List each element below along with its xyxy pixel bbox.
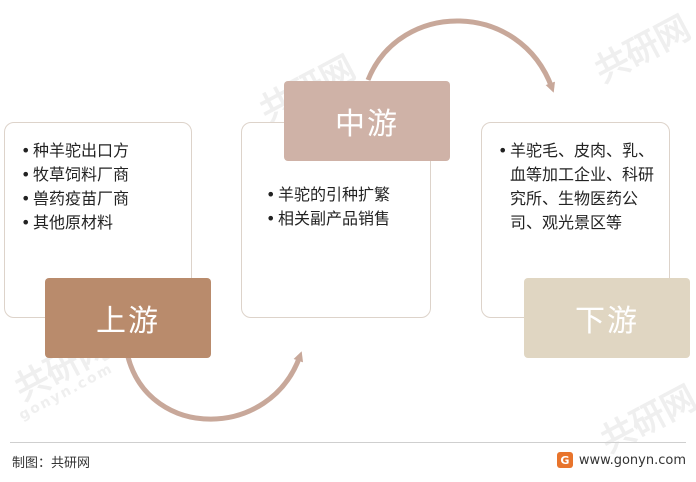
arrow-mid-to-down <box>365 18 555 93</box>
downstream-list: 羊驼毛、皮肉、乳、血等加工企业、科研究所、生物医药公司、观光景区等 <box>482 123 669 235</box>
gonyn-logo-icon: G <box>556 452 573 468</box>
upstream-label: 上游 <box>45 278 211 358</box>
footer-credit: 制图：共研网 <box>12 456 91 471</box>
downstream-label: 下游 <box>524 278 690 358</box>
list-item: 种羊驼出口方 <box>19 139 191 163</box>
upstream-list: 种羊驼出口方 牧草饲料厂商 兽药疫苗厂商 其他原材料 <box>5 123 191 235</box>
upstream-card: 种羊驼出口方 牧草饲料厂商 兽药疫苗厂商 其他原材料 <box>4 122 192 318</box>
list-item: 牧草饲料厂商 <box>19 163 191 187</box>
list-item: 其他原材料 <box>19 211 191 235</box>
list-item: 兽药疫苗厂商 <box>19 187 191 211</box>
list-item: 相关副产品销售 <box>264 207 420 231</box>
footer-site: G www.gonyn.com <box>556 452 686 468</box>
footer-divider <box>10 442 686 443</box>
arrow-up-to-mid <box>125 351 304 422</box>
midstream-list: 羊驼的引种扩繁 相关副产品销售 <box>242 123 430 231</box>
list-item: 羊驼的引种扩繁 <box>264 183 420 207</box>
list-item: 羊驼毛、皮肉、乳、血等加工企业、科研究所、生物医药公司、观光景区等 <box>496 139 659 235</box>
site-url: www.gonyn.com <box>578 452 686 468</box>
midstream-label: 中游 <box>284 81 450 161</box>
